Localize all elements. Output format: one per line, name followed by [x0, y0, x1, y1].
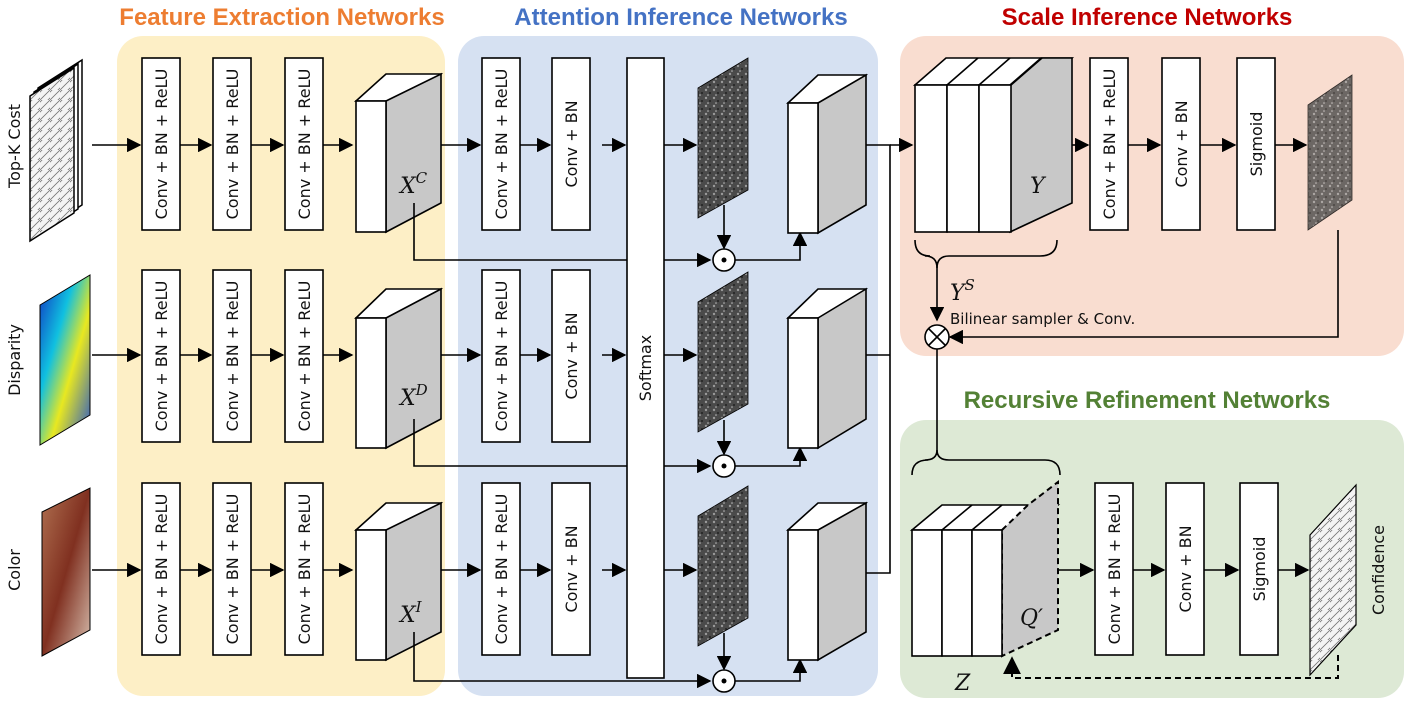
scale-conv-bn-relu-label: Conv + BN + ReLU	[1100, 69, 1119, 220]
svg-text:XI: XI	[398, 598, 423, 628]
feature-disparity-conv-bn-relu-3-label: Conv + BN + ReLU	[295, 281, 314, 432]
refine-sigmoid-block	[1239, 482, 1279, 656]
feature-color-conv-bn-relu-2-label: Conv + BN + ReLU	[223, 494, 242, 645]
feature-cost-conv-bn-relu-1-label: Conv + BN + ReLU	[152, 69, 171, 220]
attention-map-disparity	[697, 271, 749, 433]
feature-disparity-conv-bn-relu-3-block	[284, 269, 324, 443]
refine-conv-bn-label: Conv + BN	[1176, 525, 1195, 612]
feature-color-conv-bn-relu-1-label: Conv + BN + ReLU	[152, 494, 171, 645]
confidence-map-image	[1309, 483, 1357, 677]
feature-color-conv-bn-relu-3-label: Conv + BN + ReLU	[295, 494, 314, 645]
feature-color-conv-bn-relu-2-block	[212, 482, 252, 656]
attention-cost-conv-bn-relu-label: Conv + BN + ReLU	[492, 69, 511, 220]
multiply-node-color	[712, 669, 736, 693]
refine-conv-bn-relu-label: Conv + BN + ReLU	[1105, 494, 1124, 645]
softmax-block	[626, 57, 665, 679]
attention-disparity-conv-bn-relu-block	[481, 269, 521, 443]
feature-color-conv-bn-relu-1-block	[141, 482, 181, 656]
attention-disparity-conv-bn-label: Conv + BN	[562, 312, 581, 399]
feature-cost-conv-bn-relu-2-label: Conv + BN + ReLU	[223, 69, 242, 220]
feature-cost-conv-bn-relu-2-block	[212, 57, 252, 231]
weighted-cube-cost	[785, 73, 869, 235]
feature-color-conv-bn-relu-3-block	[284, 482, 324, 656]
scale-map-image	[1307, 74, 1353, 231]
attention-disparity-conv-bn-block	[551, 269, 591, 443]
feature-cube-xc	[353, 72, 444, 234]
weighted-cube-color	[785, 501, 869, 662]
output-label-confidence: Confidence	[1369, 525, 1388, 615]
refine-sigmoid-label: Sigmoid	[1250, 537, 1269, 602]
y-symbol: Y	[1030, 174, 1047, 199]
concat-cube-y	[912, 57, 1075, 234]
attention-cost-conv-bn-relu-block	[481, 57, 521, 231]
attention-cost-conv-bn-block	[551, 57, 591, 231]
title-attention-inference: Attention Inference Networks	[514, 4, 847, 31]
ys-symbol: Y	[950, 281, 967, 306]
feature-cost-conv-bn-relu-3-label: Conv + BN + ReLU	[295, 69, 314, 220]
refine-conv-bn-block	[1165, 482, 1205, 656]
feature-disparity-conv-bn-relu-2-block	[212, 269, 252, 443]
bilinear-sampler-node	[924, 324, 950, 350]
input-label-disparity: Disparity	[5, 324, 24, 396]
xc-symbol: X	[398, 174, 417, 199]
attention-map-cost	[697, 57, 749, 219]
feature-cost-conv-bn-relu-3-block	[284, 57, 324, 231]
multiply-node-cost	[712, 248, 736, 272]
attention-cost-conv-bn-label: Conv + BN	[562, 100, 581, 187]
refine-conv-bn-relu-block	[1094, 482, 1134, 656]
attention-map-color	[697, 485, 749, 647]
input-label-cost: Top-K Cost	[5, 104, 24, 189]
attention-color-conv-bn-relu-block	[481, 482, 521, 656]
attention-color-conv-bn-relu-label: Conv + BN + ReLU	[492, 494, 511, 645]
attention-disparity-conv-bn-relu-label: Conv + BN + ReLU	[492, 281, 511, 432]
scale-sigmoid-block	[1236, 57, 1276, 231]
scale-sigmoid-label: Sigmoid	[1247, 112, 1266, 177]
xi-superscript: I	[415, 598, 423, 616]
title-scale-inference: Scale Inference Networks	[1002, 4, 1293, 31]
scale-conv-bn-label: Conv + BN	[1172, 100, 1191, 187]
svg-text:YS: YS	[950, 276, 975, 306]
concat-cube-z	[909, 479, 1061, 658]
scale-conv-bn-relu-block	[1089, 57, 1129, 231]
xc-superscript: C	[416, 169, 428, 187]
feature-disparity-conv-bn-relu-2-label: Conv + BN + ReLU	[223, 281, 242, 432]
title-feature-extraction: Feature Extraction Networks	[119, 4, 444, 31]
color-image	[41, 487, 91, 657]
xd-superscript: D	[415, 381, 428, 399]
sampler-annotation: Bilinear sampler & Conv.	[950, 310, 1135, 328]
weighted-cube-disparity	[786, 287, 868, 450]
feature-disparity-conv-bn-relu-1-label: Conv + BN + ReLU	[152, 281, 171, 432]
input-label-color: Color	[5, 549, 24, 591]
svg-text:XC: XC	[398, 169, 428, 199]
z-symbol: Z	[954, 671, 971, 696]
disparity-image	[39, 274, 91, 446]
scale-conv-bn-block	[1161, 57, 1201, 231]
softmax-label: Softmax	[636, 335, 655, 401]
feature-cube-xd	[354, 287, 443, 450]
multiply-node-disparity	[712, 454, 736, 478]
attention-color-conv-bn-block	[551, 482, 591, 656]
title-recursive-refinement: Recursive Refinement Networks	[964, 387, 1331, 414]
attention-color-conv-bn-label: Conv + BN	[562, 525, 581, 612]
cost-volume-stack-image	[29, 58, 83, 243]
svg-text:XD: XD	[398, 381, 428, 411]
xd-symbol: X	[398, 386, 417, 411]
feature-cost-conv-bn-relu-1-block	[141, 57, 181, 231]
ys-superscript: S	[965, 276, 975, 294]
feature-cube-xi	[353, 501, 444, 662]
q-prime-symbol: Q′	[1020, 606, 1043, 631]
xi-symbol: X	[398, 603, 417, 628]
feature-disparity-conv-bn-relu-1-block	[141, 269, 181, 443]
